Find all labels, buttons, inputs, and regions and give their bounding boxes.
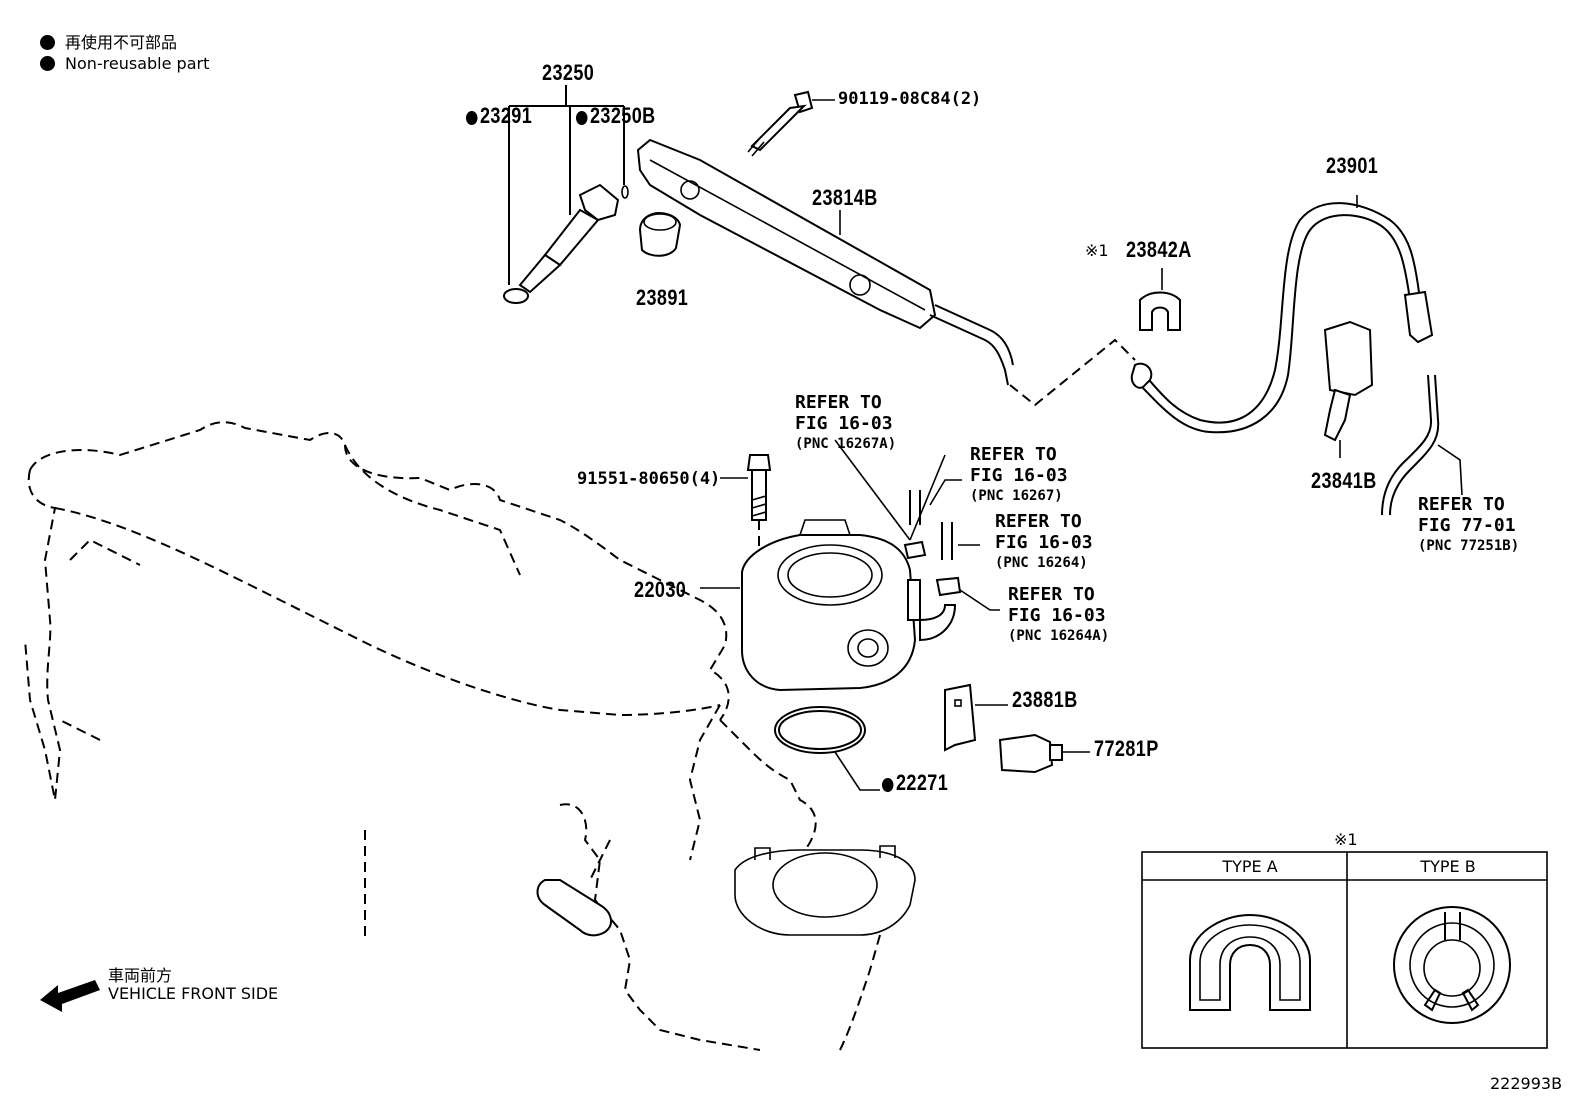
clip-23841b [1323,320,1374,458]
gasket [774,706,880,791]
label-23901: 23901 [1326,153,1379,178]
label-91551: 91551-80650(4) [577,469,721,489]
legend-jp: 再使用不可部品 [40,29,177,53]
fuel-hose [1130,195,1434,434]
label-90119: 90119-08C84(2) [838,89,982,109]
throttle-body [700,519,957,692]
intake-flange [734,845,916,936]
bolt-90119 [747,90,835,157]
label-22271: 22271 [882,770,948,796]
legend-jp-text: 再使用不可部品 [65,33,178,52]
clip-23842a [1139,268,1181,331]
refer-pnc: (PNC 16264) [995,555,1088,571]
grommet [638,212,682,257]
non-reusable-dot-icon [576,111,588,125]
non-reusable-dot-icon [882,778,894,792]
connector-hose-77251b [1381,374,1463,516]
legend-en-text: Non-reusable part [65,54,210,73]
engine-outline [24,421,881,1051]
refer-line2: FIG 16-03 [970,465,1068,486]
refer-pnc: (PNC 16267A) [795,436,897,452]
label-77281p: 77281P [1094,736,1159,761]
refer-pnc: (PNC 77251B) [1418,538,1520,554]
refer-pnc-16264a: REFER TO FIG 16-03 (PNC 16264A) [1008,584,1109,647]
connector-77281p [998,733,1090,774]
refer-line2: FIG 16-03 [1008,605,1106,626]
non-reusable-dot-icon [466,111,478,125]
refer-pnc: (PNC 16264A) [1008,628,1110,644]
refer-line1: REFER TO [1418,494,1505,515]
refer-line2: FIG 16-03 [995,532,1093,553]
front-arrow-icon [40,980,100,1012]
refer-line2: FIG 77-01 [1418,515,1516,536]
label-23881b: 23881B [1012,687,1078,712]
refer-line1: REFER TO [995,511,1082,532]
fuel-rail [636,138,1136,407]
refer-line2: FIG 16-03 [795,413,893,434]
injector-assembly [503,85,629,304]
refer-pnc-16267: REFER TO FIG 16-03 (PNC 16267) [970,444,1068,507]
non-reusable-dot-icon [40,56,55,71]
label-23891: 23891 [636,285,689,310]
mark-1: ※1 [1085,241,1109,260]
non-reusable-dot-icon [40,35,55,50]
front-en: VEHICLE FRONT SIDE [108,984,279,1003]
label-22030: 22030 [634,577,687,602]
refer-line1: REFER TO [970,444,1057,465]
label-22271-text: 22271 [895,770,949,795]
refer-pnc-16267a: REFER TO FIG 16-03 (PNC 16267A) [795,392,896,455]
refer-pnc-77251b: REFER TO FIG 77-01 (PNC 77251B) [1418,494,1519,557]
legend-en: Non-reusable part [40,54,209,73]
bracket-23881b [944,683,1008,752]
label-23250: 23250 [542,60,595,85]
refer-line1: REFER TO [795,392,882,413]
types-table [1141,851,1548,1049]
label-23841b: 23841B [1311,468,1377,493]
types-table-mark: ※1 [1334,830,1358,849]
label-23291: 23291 [466,103,532,129]
label-23814b: 23814B [812,185,878,210]
figure-code: 222993B [1490,1074,1563,1093]
refer-pnc-16264: REFER TO FIG 16-03 (PNC 16264) [995,511,1093,574]
front-jp: 車両前方 [108,966,173,985]
label-23250b-text: 23250B [589,103,656,128]
refer-pnc: (PNC 16267) [970,488,1063,504]
hoses [834,439,1000,611]
label-23291-text: 23291 [479,103,533,128]
label-23842a: 23842A [1126,237,1192,262]
type-a-header: TYPE A [1222,857,1278,876]
pipe-stub [536,879,612,937]
type-b-header: TYPE B [1420,857,1476,876]
label-23250b: 23250B [576,103,656,129]
refer-line1: REFER TO [1008,584,1095,605]
